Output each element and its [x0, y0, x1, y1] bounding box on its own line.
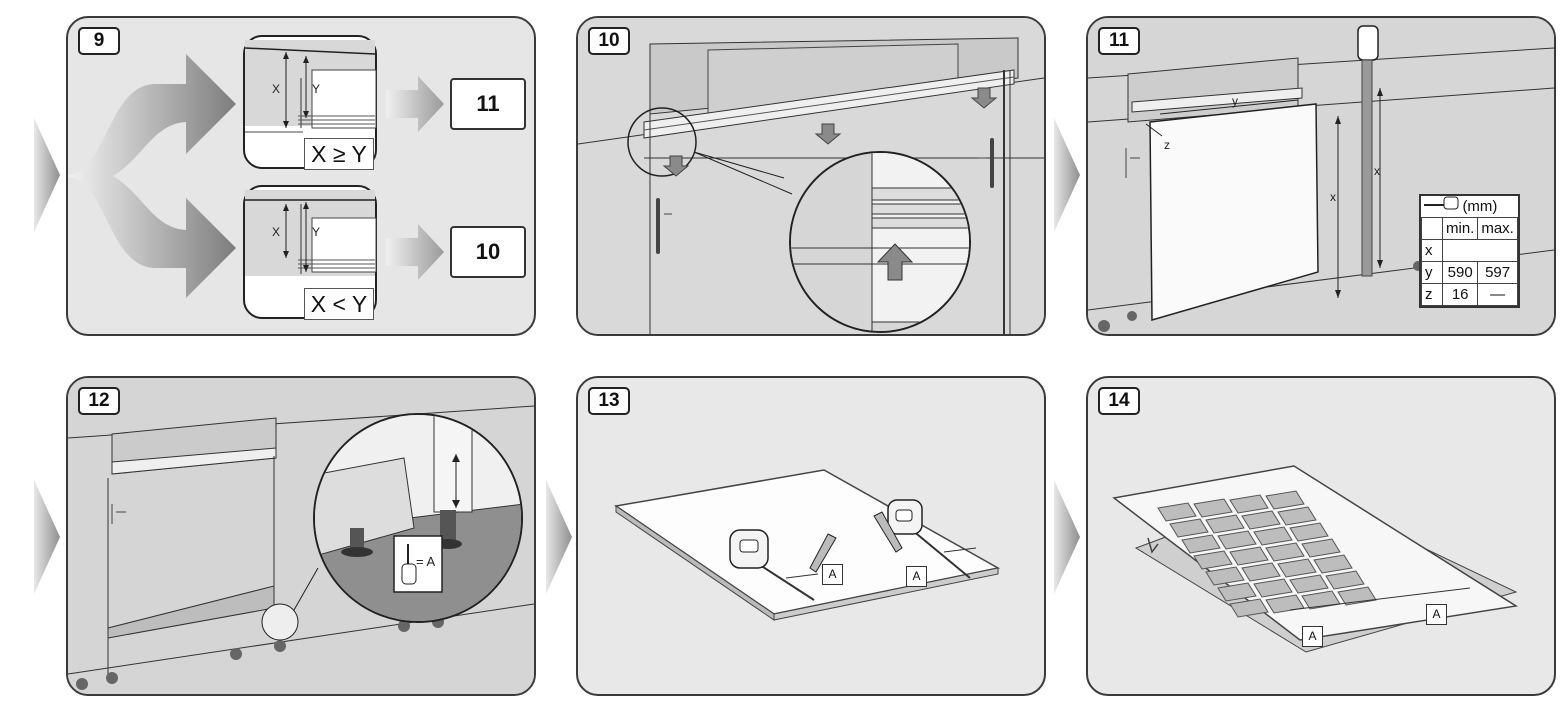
- adhesive-pad: [1229, 598, 1269, 618]
- label-x: x: [1374, 164, 1380, 178]
- adhesive-pad: [1325, 570, 1365, 590]
- label-y: Y: [312, 82, 321, 96]
- adhesive-pad: [1277, 506, 1317, 526]
- adhesive-pad: [1217, 530, 1257, 550]
- step-10-panel: 10: [576, 16, 1046, 336]
- adhesive-pad: [1265, 542, 1305, 562]
- adhesive-pad: [1253, 578, 1293, 598]
- label-z: z: [1164, 138, 1170, 152]
- separator-arrow-icon: [546, 480, 572, 594]
- separator-arrow-icon: [1054, 118, 1080, 232]
- up-arrow-icon: [876, 243, 914, 281]
- label-y: Y: [312, 225, 321, 239]
- row-axis: y: [1421, 261, 1443, 284]
- row-axis: z: [1421, 283, 1443, 306]
- tape-measure-icon: [1423, 196, 1458, 210]
- row-axis: x: [1421, 239, 1443, 262]
- rail-alignment-illustration: [578, 18, 1044, 334]
- marking-tag-a: A: [1302, 626, 1323, 647]
- adhesive-pad: [1313, 554, 1353, 574]
- marking-tag-a: A: [906, 566, 927, 587]
- pencil-icon: [809, 511, 903, 573]
- label-x: X: [272, 225, 281, 239]
- adhesive-pad: [1193, 498, 1233, 518]
- label-y: y: [1232, 94, 1238, 108]
- adhesive-pad: [1193, 550, 1233, 570]
- separator-arrow-icon: [34, 118, 60, 232]
- label-x: x: [1330, 190, 1336, 204]
- adhesive-pad: [1289, 522, 1329, 542]
- step-number: 10: [588, 27, 630, 55]
- row-max: 597: [1477, 261, 1518, 284]
- adhesive-pad: [1205, 566, 1245, 586]
- adhesive-pad: [1241, 562, 1281, 582]
- goto-step-10: 10: [450, 226, 526, 278]
- foot-adjustment-illustration: [68, 378, 534, 694]
- adhesive-pad: [1205, 514, 1245, 534]
- tape-measure-icon: [729, 499, 923, 569]
- adhesive-pad: [1289, 574, 1329, 594]
- down-arrow-icon: [662, 87, 998, 177]
- separator-arrow-icon: [1054, 480, 1080, 594]
- step-number: 13: [588, 387, 630, 415]
- adhesive-pad: [1301, 538, 1341, 558]
- adhesive-pad: [1157, 502, 1197, 522]
- tape-measure-icon: [401, 563, 417, 585]
- adhesive-pad: [1241, 510, 1281, 530]
- goto-step-11: 11: [450, 78, 526, 130]
- panel-marking-illustration: [614, 469, 1001, 621]
- condition-x-lt-y: X < Y: [304, 288, 374, 320]
- col-min: min.: [1441, 217, 1479, 240]
- panel-measurement-illustration: [1088, 18, 1554, 334]
- row-min: 16: [1441, 283, 1479, 306]
- step-13-panel: 13 A A: [576, 376, 1046, 696]
- step-number: 11: [1098, 27, 1140, 55]
- tape-measure-icon: [1357, 25, 1379, 61]
- decision-diagram: [68, 35, 444, 319]
- marking-tag-a: A: [1426, 604, 1447, 625]
- row-min: 590: [1441, 261, 1479, 284]
- adhesive-pad: [1277, 558, 1317, 578]
- label-x: X: [272, 82, 281, 96]
- down-arrow-icon: [1147, 537, 1159, 554]
- adhesive-pad: [1169, 518, 1209, 538]
- condition-x-ge-y: X ≥ Y: [304, 138, 374, 170]
- adhesive-pad: [1181, 534, 1221, 554]
- step-9-panel: 9 X Y X Y X ≥ Y X < Y 11 10: [66, 16, 536, 336]
- callout-equals-a: = A: [416, 554, 436, 569]
- step-12-panel: 12 = A: [66, 376, 536, 696]
- step-number: 9: [78, 27, 120, 55]
- adhesive-pad: [1265, 490, 1305, 510]
- tape-measure-cell: [1423, 196, 1518, 262]
- marking-tag-a: A: [822, 564, 843, 585]
- step-number: 12: [78, 387, 120, 415]
- adhesive-pad: [1217, 582, 1257, 602]
- adhesive-pad: [1229, 494, 1269, 514]
- step-number: 14: [1098, 387, 1140, 415]
- adhesive-pad: [1229, 546, 1269, 566]
- row-max: —: [1477, 283, 1518, 306]
- col-max: max.: [1477, 217, 1518, 240]
- step-14-panel: 14 A A: [1086, 376, 1556, 696]
- adhesive-template-illustration: [1112, 465, 1519, 653]
- unit-label: (mm): [1462, 198, 1498, 215]
- adhesive-pad: [1253, 526, 1293, 546]
- separator-arrow-icon: [34, 480, 60, 594]
